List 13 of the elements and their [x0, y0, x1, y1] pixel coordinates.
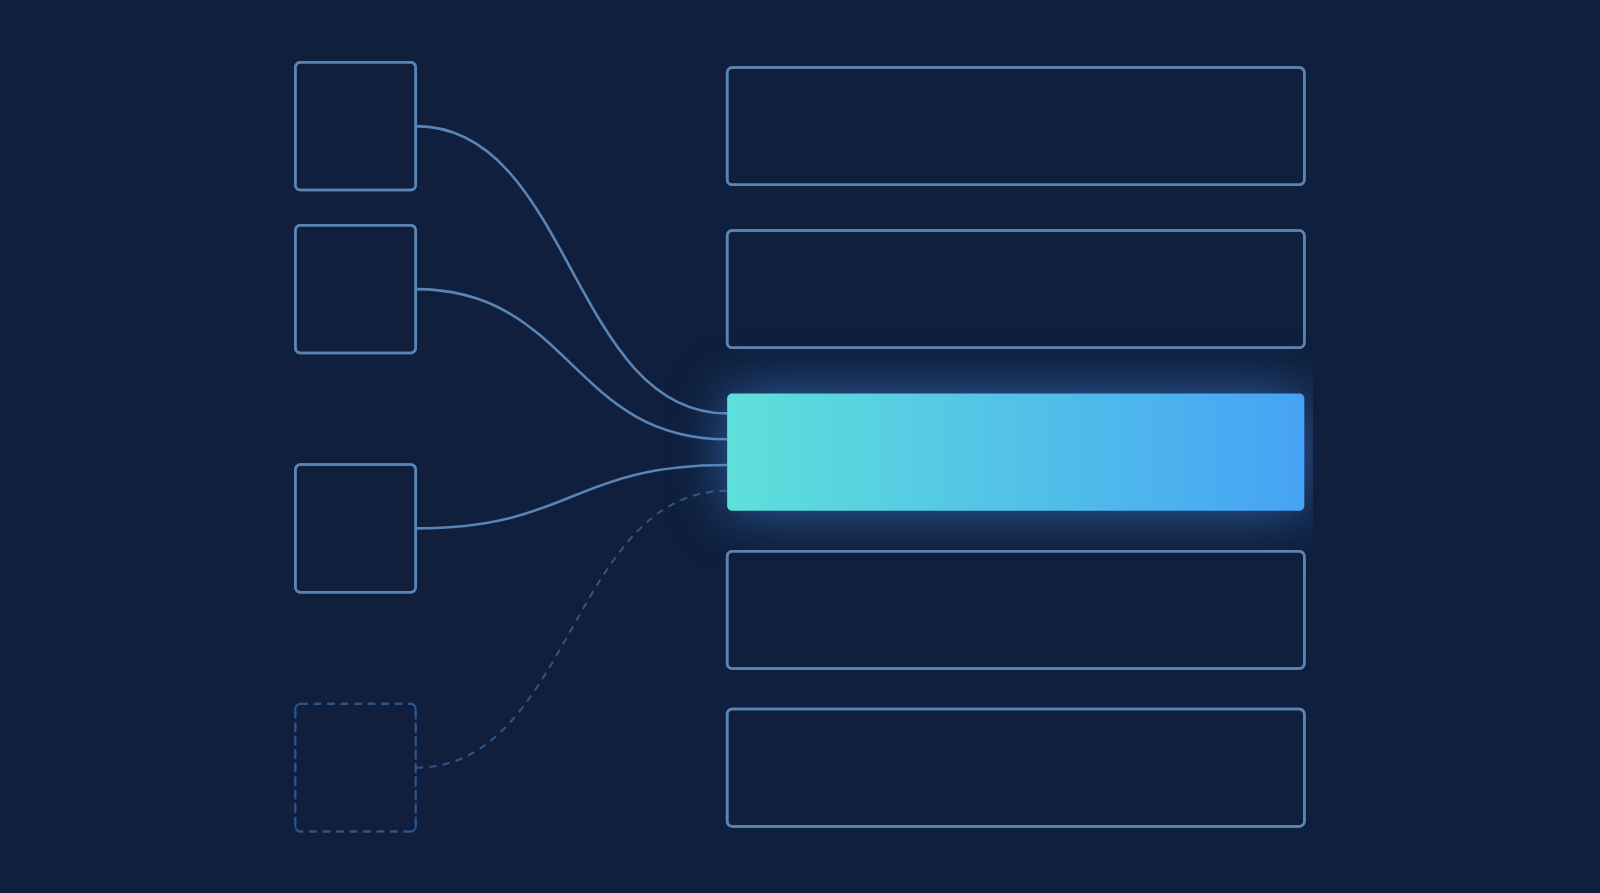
rounded-bar-node — [726, 549, 1306, 670]
connector-line — [415, 463, 728, 530]
rounded-square-node — [294, 223, 418, 354]
rounded-bar-node — [727, 393, 1305, 511]
connector-line — [415, 124, 728, 415]
rounded-square-node — [294, 60, 418, 191]
rounded-bar-node — [726, 228, 1306, 349]
rounded-square-node — [294, 462, 418, 594]
connector-line — [415, 287, 728, 441]
dashed-connector — [415, 489, 728, 769]
rounded-bar-node — [726, 707, 1306, 828]
rounded-square-node — [294, 702, 417, 833]
rounded-bar-node — [726, 65, 1306, 186]
